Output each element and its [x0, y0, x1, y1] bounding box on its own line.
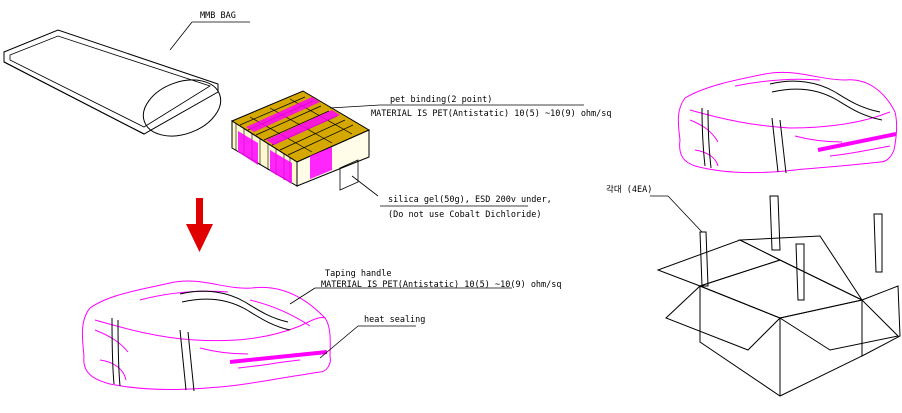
mmb-bag-drawing — [3, 29, 222, 137]
corner-guard-label: 각대 (4EA) — [606, 184, 652, 195]
mmb-bag-label: MMB BAG — [200, 11, 236, 21]
carton-box-drawing — [656, 195, 901, 397]
silica-leader — [351, 175, 379, 197]
heat-sealing-label: heat sealing — [364, 315, 425, 325]
corner-guard-leader — [667, 195, 703, 233]
sealed-bag-bottom — [81, 280, 331, 392]
pet-binding-label: pet binding(2 point) — [390, 95, 492, 105]
tray-stack-drawing — [230, 90, 371, 191]
mmb-bag-leader — [169, 21, 193, 51]
taping-handle-leader — [289, 287, 316, 305]
material-spec-top: MATERIAL IS PET(Antistatic) 10(5) ~10(9)… — [371, 109, 612, 119]
silica-label-line2: (Do not use Cobalt Dichloride) — [388, 210, 542, 220]
sealed-bag-right — [677, 71, 898, 174]
down-arrow-icon — [186, 198, 213, 252]
heat-sealing-leader — [319, 325, 359, 359]
taping-handle-label: Taping handle — [325, 269, 392, 279]
material-spec-bottom: MATERIAL IS PET(Antistatic) 10(5) ~10(9)… — [321, 280, 562, 290]
silica-label-line1: silica gel(50g), ESD 200v under, — [388, 195, 552, 205]
pet-binding-leader — [329, 104, 381, 109]
